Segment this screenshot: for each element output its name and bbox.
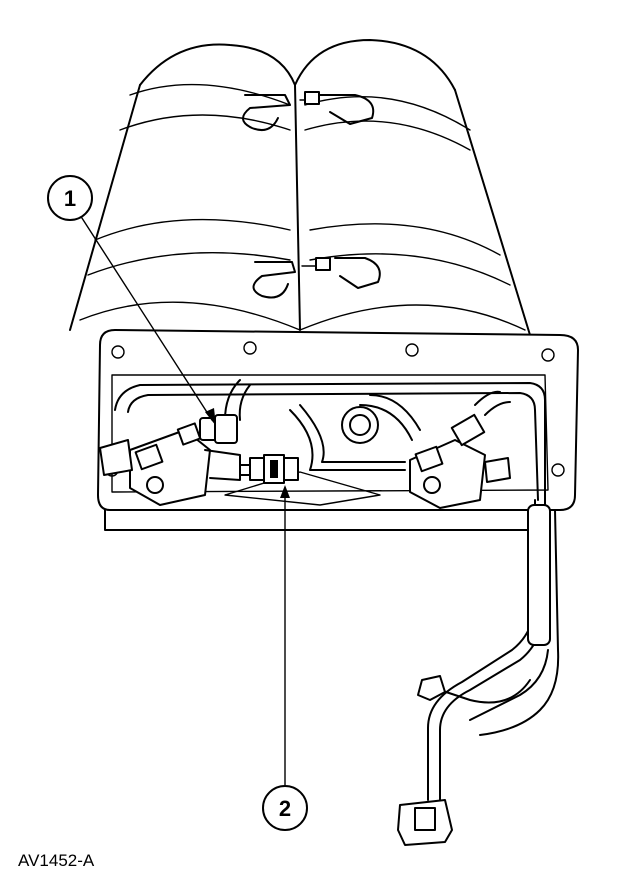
callout-1: 1 <box>47 175 93 221</box>
callout-1-label: 1 <box>64 186 76 211</box>
right-valve-block <box>409 413 511 509</box>
callout-2-label: 2 <box>279 796 291 821</box>
figure-code: AV1452-A <box>18 851 95 870</box>
vent-hose-assembly <box>397 499 560 846</box>
left-valve-block <box>99 414 299 506</box>
callout-2: 2 <box>262 785 308 831</box>
tank-assembly <box>69 39 531 336</box>
leader-lines <box>79 214 290 786</box>
